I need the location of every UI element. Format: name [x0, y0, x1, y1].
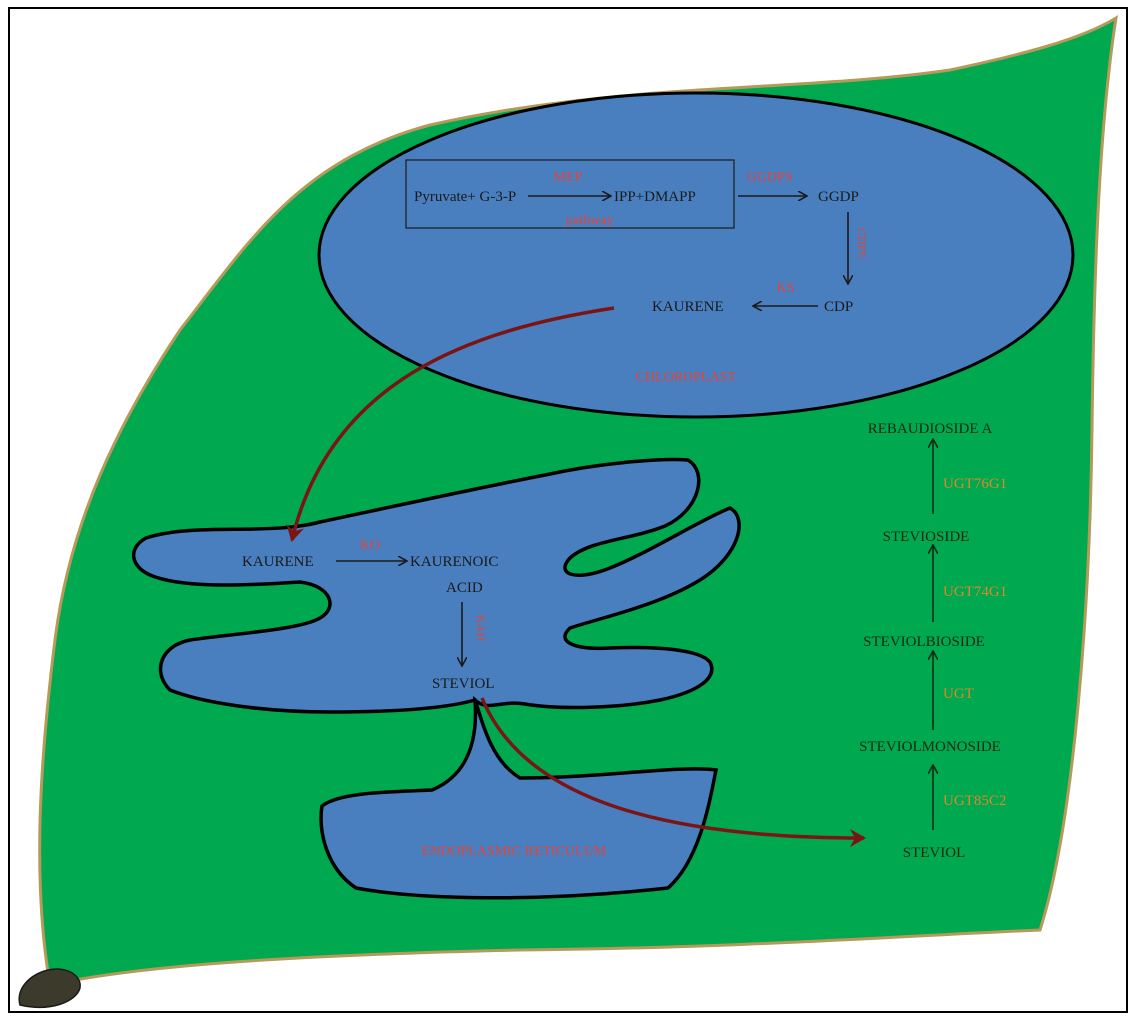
enzyme-ggdps: GGDPS: [747, 170, 793, 185]
enzyme-ko: KO: [360, 538, 380, 553]
label-kaurenoic: KAURENOIC: [410, 554, 498, 570]
enzyme-ugt76g1: UGT76G1: [943, 476, 1007, 492]
label-ipp-dmapp: IPP+DMAPP: [614, 189, 696, 205]
label-rebaudioside-a: REBAUDIOSIDE A: [868, 421, 993, 437]
label-endoplasmic-reticulum: ENDOPLASMIC RETICULUM: [422, 844, 607, 859]
enzyme-ks: KS: [777, 281, 795, 296]
label-steviol-cytosol: STEVIOL: [903, 845, 966, 861]
label-kaurene-chloroplast: KAURENE: [652, 299, 724, 315]
label-pyruvate: Pyruvate+ G-3-P: [414, 189, 516, 205]
enzyme-ugt85c2: UGT85C2: [943, 793, 1006, 809]
enzyme-ugt74g1: UGT74G1: [943, 584, 1007, 600]
label-steviolmonoside: STEVIOLMONOSIDE: [859, 739, 1001, 755]
chloroplast-shape: [319, 93, 1073, 417]
label-acid: ACID: [446, 580, 483, 596]
label-pathway: pathway: [566, 213, 613, 228]
enzyme-mep: MEP: [554, 170, 583, 185]
label-ggdp: GGDP: [818, 189, 859, 205]
enzyme-ugt: UGT: [943, 686, 974, 702]
label-kaurene-er: KAURENE: [242, 554, 314, 570]
label-cdp: CDP: [824, 299, 853, 315]
label-steviolbioside: STEVIOLBIOSIDE: [863, 634, 985, 650]
enzyme-kah: KAH: [474, 615, 488, 641]
label-steviol-er: STEVIOL: [432, 676, 495, 692]
label-chloroplast: CHLOROPLAST: [636, 370, 737, 385]
enzyme-cdps: CDPS: [855, 228, 869, 258]
label-stevioside: STEVIOSIDE: [883, 529, 970, 545]
